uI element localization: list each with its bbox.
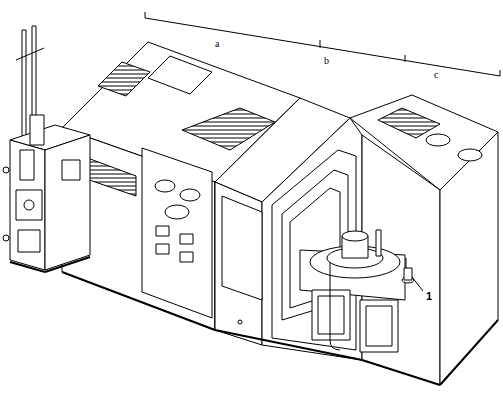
leader-line — [412, 277, 423, 291]
module-label: a — [213, 38, 221, 49]
callout-number: 1 — [424, 291, 434, 302]
titration-cell — [300, 230, 414, 352]
module-label: c — [432, 69, 440, 80]
module-c-housing — [350, 95, 498, 385]
module-b-housing — [182, 98, 362, 360]
sample-changer — [3, 26, 90, 272]
module-label: b — [322, 55, 331, 66]
